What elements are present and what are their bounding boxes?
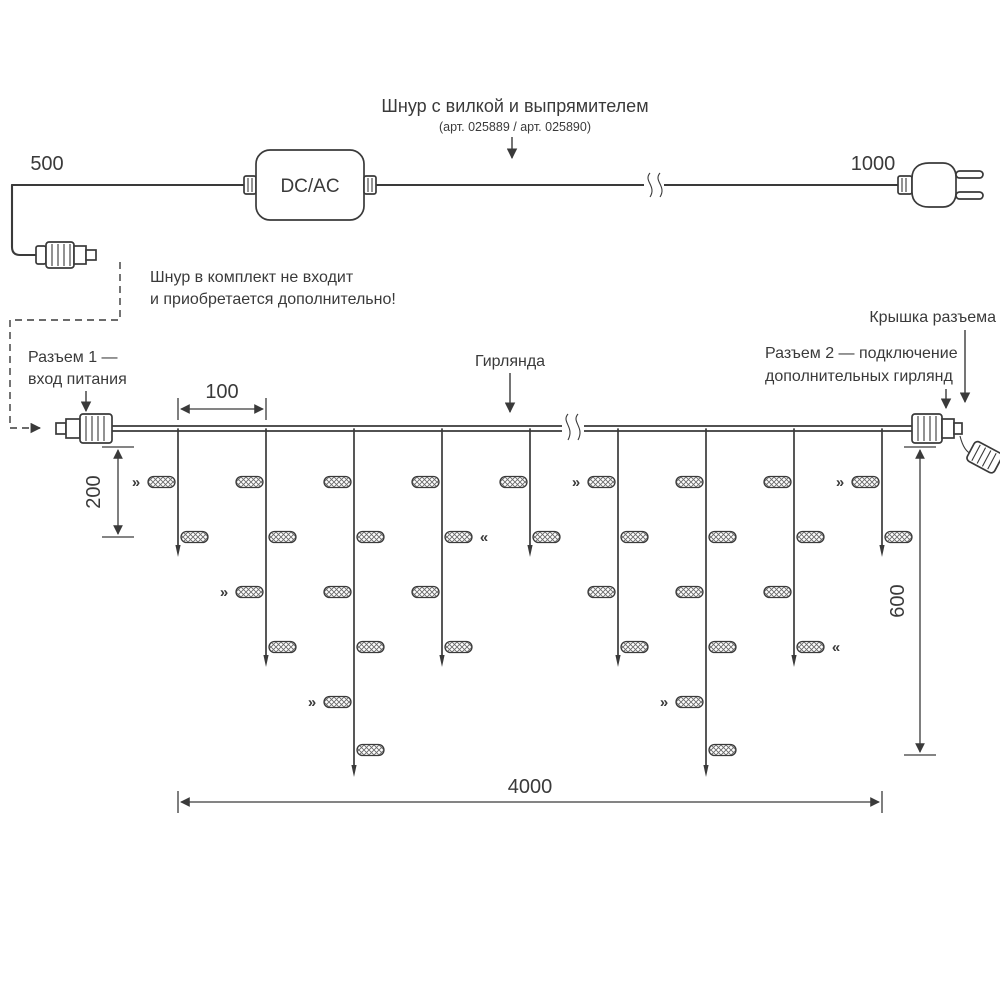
bulb-icon [796, 640, 825, 654]
dim-200-label: 200 [83, 475, 105, 508]
cord-wire-down [10, 183, 38, 257]
drop-7: » [660, 428, 737, 777]
drop-3: » [308, 428, 385, 777]
bulb-icon [708, 530, 737, 544]
flash-marker-icon: » [132, 474, 140, 491]
flash-marker-icon: « [832, 639, 840, 656]
cord-length-1000: 1000 [851, 153, 896, 175]
bulb-icon [235, 585, 264, 599]
cord-title: Шнур с вилкой и выпрямителем [381, 96, 648, 116]
cord-note-line1: Шнур в комплект не входит [150, 269, 354, 286]
connector1-icon [55, 413, 113, 444]
bulb-icon [763, 475, 792, 489]
power-plug-icon [897, 162, 984, 208]
bulb-icon [675, 585, 704, 599]
bulb-icon [796, 530, 825, 544]
connector-cap-icon [959, 435, 1000, 474]
power-cord-section: Шнур с вилкой и выпрямителем (арт. 02588… [9, 96, 984, 434]
flash-marker-icon: « [480, 529, 488, 546]
dim-4000-label: 4000 [508, 776, 553, 798]
flash-marker-icon: » [836, 474, 844, 491]
bulb-icon [268, 640, 297, 654]
bulb-icon [620, 640, 649, 654]
bulb-icon [180, 530, 209, 544]
bulb-icon [532, 530, 561, 544]
drop-6: » [572, 428, 649, 667]
bulb-icon [323, 695, 352, 709]
dashed-connection-path [9, 262, 121, 434]
cord-length-500: 500 [30, 153, 63, 175]
connector1-label-line2: вход питания [28, 371, 127, 388]
cable-break-icon [562, 411, 584, 445]
bulb-icon [444, 640, 473, 654]
flash-marker-icon: » [308, 694, 316, 711]
bulb-icon [675, 475, 704, 489]
bulb-icon [708, 640, 737, 654]
bulb-icon [499, 475, 528, 489]
connector1-label-line1: Разъем 1 — [28, 349, 118, 366]
cord-connector-icon [35, 241, 97, 269]
garland-section: Разъем 1 — вход питания Гирлянда Крышка … [28, 309, 1000, 813]
bulb-icon [356, 640, 385, 654]
dimension-4000: 4000 [177, 776, 883, 813]
bulb-icon [587, 585, 616, 599]
dimension-600: 600 [887, 446, 936, 756]
drop-1: » [132, 428, 209, 557]
drop-2: » [220, 428, 297, 667]
bulb-icon [411, 475, 440, 489]
dim-100-label: 100 [205, 381, 238, 403]
dc-ac-adapter: DC/AC [243, 149, 377, 221]
bulb-icon [620, 530, 649, 544]
bulb-icon [411, 585, 440, 599]
bulb-icon [356, 743, 385, 757]
drop-4: « [411, 428, 488, 667]
dimension-200: 200 [83, 446, 134, 538]
cable-break-icon [644, 170, 664, 200]
dim-600-label: 600 [887, 584, 909, 617]
bulb-icon [851, 475, 880, 489]
bulb-icon [708, 743, 737, 757]
flash-marker-icon: » [660, 694, 668, 711]
bulb-icon [884, 530, 913, 544]
bulb-icon [268, 530, 297, 544]
bulb-icon [323, 585, 352, 599]
bulb-icon [235, 475, 264, 489]
bulb-icon [323, 475, 352, 489]
cap-label: Крышка разъема [869, 309, 996, 326]
dimension-100: 100 [177, 381, 267, 420]
bulb-icon [356, 530, 385, 544]
flash-marker-icon: » [572, 474, 580, 491]
adapter-label: DC/AC [280, 176, 339, 197]
cord-note-line2: и приобретается дополнительно! [150, 291, 396, 308]
connector2-label-line2: дополнительных гирлянд [765, 368, 953, 385]
bulb-icon [763, 585, 792, 599]
bulb-icon [675, 695, 704, 709]
bulb-icon [587, 475, 616, 489]
connector2-label-line1: Разъем 2 — подключение [765, 345, 958, 362]
drop-9: » [836, 428, 913, 557]
bulb-icon [147, 475, 176, 489]
cord-subtitle: (арт. 025889 / арт. 025890) [439, 120, 591, 134]
drop-8: « [763, 428, 840, 667]
connector2-icon [911, 413, 963, 444]
flash-marker-icon: » [220, 584, 228, 601]
drop-5 [499, 428, 561, 557]
bulb-icon [444, 530, 473, 544]
garland-label: Гирлянда [475, 353, 545, 370]
